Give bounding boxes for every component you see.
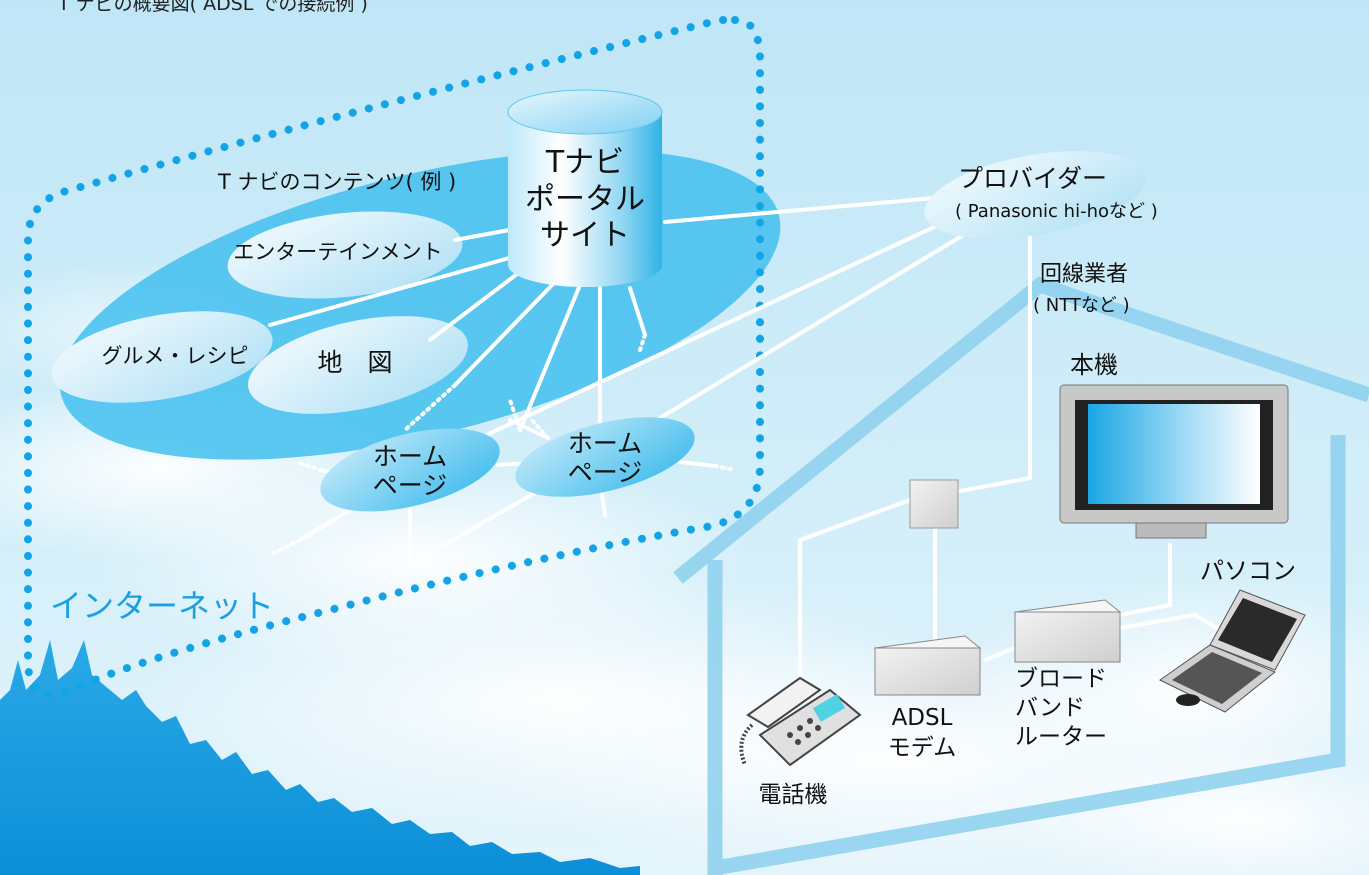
- router-label-line1: ブロード: [1015, 666, 1107, 692]
- pc-label: パソコン: [1200, 557, 1296, 585]
- tv-label: 本機: [1070, 351, 1118, 379]
- contents-label: T ナビのコンテンツ( 例 ): [218, 170, 457, 194]
- portal-label-line2: ポータル: [525, 181, 645, 217]
- provider-label: プロバイダー: [958, 164, 1108, 193]
- provider-example: ( Panasonic hi-hoなど ): [955, 201, 1158, 222]
- telephone-shape: [739, 676, 862, 767]
- modem-label-line2: モデム: [887, 734, 957, 761]
- diagram-title: T ナビの概要図( ADSL での接続例 ): [58, 0, 368, 15]
- entertainment-bubble: [227, 211, 463, 299]
- gourmet-bubble: [51, 311, 273, 403]
- router-label-line3: ルーター: [1015, 723, 1107, 750]
- modem-label-line1: ADSL: [891, 705, 953, 731]
- network-links: [268, 196, 1252, 692]
- portal-label-line1: Tナビ: [545, 145, 625, 180]
- internet-label: インターネット: [50, 587, 275, 625]
- entertainment-label: エンターテインメント: [233, 240, 443, 264]
- map-bubble: [248, 316, 468, 414]
- homepage-label-2: ホーム ページ: [567, 429, 643, 488]
- homepage-bubble-2: [515, 417, 695, 497]
- tv-shape: [1059, 384, 1289, 539]
- portal-cylinder: [507, 89, 663, 287]
- homepage-bubble-1: [320, 428, 500, 512]
- map-label: 地 図: [317, 348, 393, 377]
- carrier-label: 回線業者: [1040, 262, 1129, 287]
- adsl-modem-shape: [873, 635, 982, 697]
- provider-bubble: [924, 151, 1146, 239]
- forest-silhouette: [0, 640, 640, 875]
- carrier-example: ( NTTなど ): [1033, 295, 1130, 316]
- homepage-label-1: ホーム ページ: [372, 442, 448, 501]
- splitter-box: [909, 479, 959, 529]
- router-label: ブロード バンド ルーター: [1015, 665, 1107, 751]
- homepage-2-line1: ホーム: [567, 429, 643, 458]
- phone-label: 電話機: [758, 782, 828, 808]
- portal-label: Tナビ ポータル サイト: [525, 145, 645, 255]
- portal-label-line3: サイト: [540, 218, 630, 254]
- homepage-1-line2: ページ: [372, 470, 448, 500]
- laptop-shape: [1159, 589, 1306, 713]
- house-outline: [673, 276, 1369, 875]
- homepage-1-line1: ホーム: [372, 442, 448, 471]
- router-label-line2: バンド: [1015, 694, 1086, 721]
- homepage-2-line2: ページ: [567, 457, 643, 487]
- gourmet-label: グルメ・レシピ: [101, 344, 249, 368]
- router-shape: [1013, 599, 1122, 663]
- modem-label: ADSL モデム: [888, 704, 957, 764]
